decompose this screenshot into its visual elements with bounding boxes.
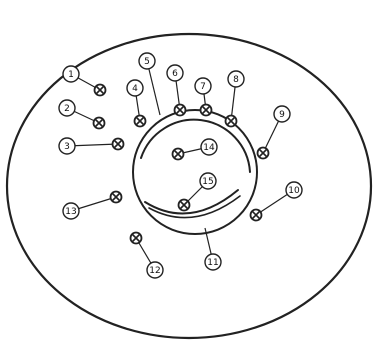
- label-text-8: 8: [233, 75, 239, 85]
- marker-6: [175, 105, 186, 116]
- label-4: 4: [127, 80, 143, 96]
- marker-12: [131, 233, 142, 244]
- label-text-11: 11: [207, 258, 218, 268]
- marker-8: [226, 116, 237, 127]
- marker-7: [201, 105, 212, 116]
- label-6: 6: [167, 65, 183, 81]
- label-13: 13: [63, 203, 79, 219]
- label-text-7: 7: [200, 82, 206, 92]
- label-3: 3: [59, 138, 75, 154]
- markers: [94, 85, 269, 244]
- label-text-12: 12: [149, 266, 160, 276]
- inner-ring: [133, 110, 257, 234]
- label-text-9: 9: [279, 110, 285, 120]
- inner-ring-outer: [133, 110, 257, 234]
- label-5: 5: [139, 53, 155, 69]
- marker-13: [111, 192, 122, 203]
- label-text-3: 3: [64, 142, 70, 152]
- label-11: 11: [205, 254, 221, 270]
- label-text-10: 10: [288, 186, 300, 196]
- outer-boundary-ellipse: [7, 34, 371, 338]
- label-14: 14: [201, 139, 217, 155]
- inner-ring-arc: [141, 120, 250, 172]
- label-text-14: 14: [203, 143, 215, 153]
- label-8: 8: [228, 71, 244, 87]
- marker-4: [135, 116, 146, 127]
- label-text-13: 13: [65, 207, 76, 217]
- label-text-15: 15: [202, 177, 213, 187]
- label-text-6: 6: [172, 69, 178, 79]
- bottom-arc-outer: [145, 190, 238, 214]
- label-10: 10: [286, 182, 302, 198]
- label-text-5: 5: [144, 57, 150, 67]
- label-text-1: 1: [68, 70, 74, 80]
- label-text-4: 4: [132, 84, 138, 94]
- marker-14: [173, 149, 184, 160]
- marker-15: [179, 200, 190, 211]
- label-12: 12: [147, 262, 163, 278]
- marker-1: [95, 85, 106, 96]
- marker-3: [113, 139, 124, 150]
- marker-2: [94, 118, 105, 129]
- marker-10: [251, 210, 262, 221]
- marker-9: [258, 148, 269, 159]
- label-15: 15: [200, 173, 216, 189]
- label-text-2: 2: [64, 104, 70, 114]
- label-1: 1: [63, 66, 79, 82]
- label-2: 2: [59, 100, 75, 116]
- label-7: 7: [195, 78, 211, 94]
- label-9: 9: [274, 106, 290, 122]
